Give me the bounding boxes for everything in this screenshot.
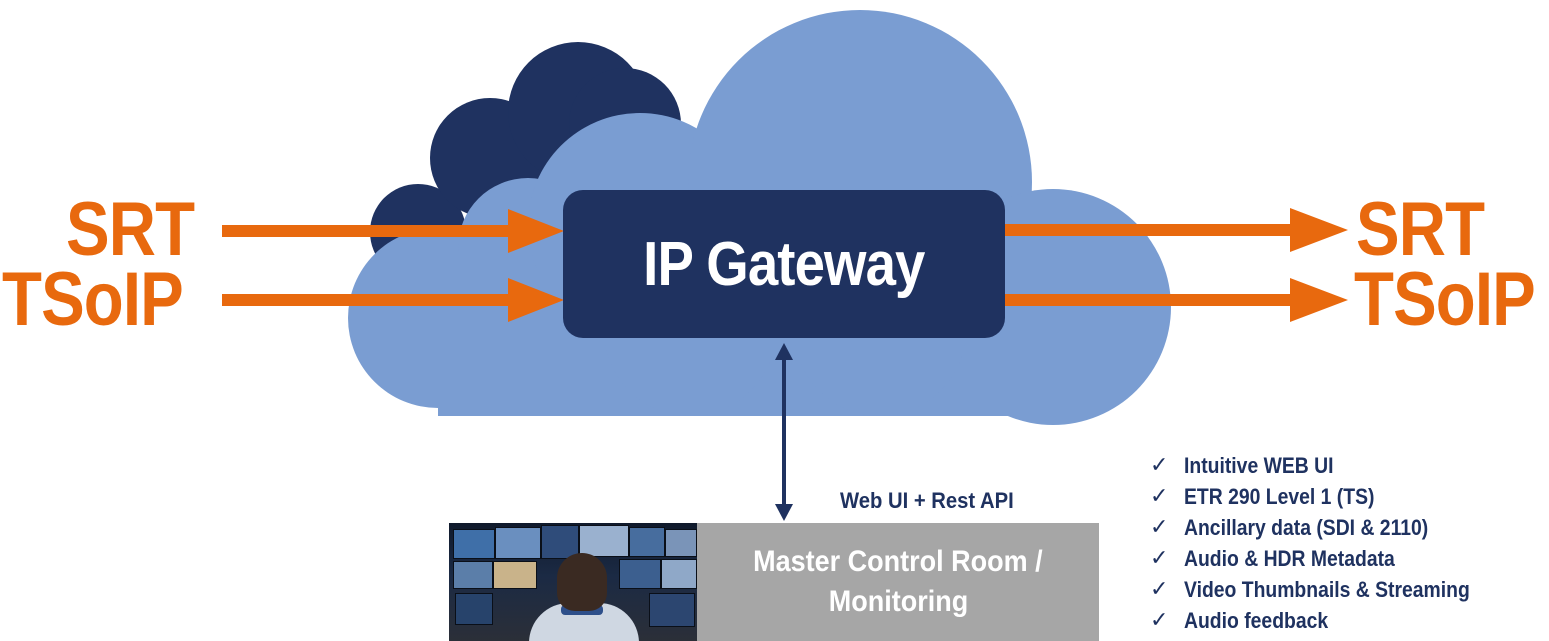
monitor-wall-screen xyxy=(493,561,537,589)
checkmark-icon: ✓ xyxy=(1150,484,1169,509)
control-room-photo xyxy=(449,523,697,641)
ip-gateway-box: IP Gateway xyxy=(563,190,1005,338)
checkmark-icon: ✓ xyxy=(1150,546,1169,571)
feature-item: ✓ Intuitive WEB UI xyxy=(1150,450,1509,481)
checkmark-icon: ✓ xyxy=(1150,608,1169,633)
monitor-wall-screen xyxy=(619,559,661,589)
checkmark-icon: ✓ xyxy=(1150,453,1169,478)
output-arrows xyxy=(1005,208,1348,322)
monitor-wall-screen xyxy=(661,559,697,589)
feature-text: Audio & HDR Metadata xyxy=(1184,545,1395,571)
input-srt-label: SRT xyxy=(66,187,195,272)
checkmark-icon: ✓ xyxy=(1150,577,1169,602)
monitor-wall-screen xyxy=(453,561,493,589)
features-list: ✓ Intuitive WEB UI ✓ ETR 290 Level 1 (TS… xyxy=(1150,450,1509,636)
feature-text: Video Thumbnails & Streaming xyxy=(1184,576,1470,602)
feature-item: ✓ Audio feedback xyxy=(1150,605,1509,636)
monitor-wall-screen xyxy=(649,593,695,627)
monitor-wall-screen xyxy=(455,593,493,625)
operator-head xyxy=(557,553,607,611)
input-tsoip-label: TSoIP xyxy=(2,257,184,342)
tsoip-input-arrow xyxy=(222,278,564,322)
monitor-wall-screen xyxy=(541,525,579,559)
feature-text: Intuitive WEB UI xyxy=(1184,452,1334,478)
monitor-wall-screen xyxy=(579,525,629,557)
web-ui-rest-api-label: Web UI + Rest API xyxy=(840,488,1014,513)
feature-text: Ancillary data (SDI & 2110) xyxy=(1184,514,1429,540)
feature-item: ✓ Ancillary data (SDI & 2110) xyxy=(1150,512,1509,543)
gateway-mcr-connector xyxy=(775,343,793,521)
feature-text: Audio feedback xyxy=(1184,607,1329,633)
srt-output-arrow xyxy=(1005,208,1348,252)
output-tsoip-label: TSoIP xyxy=(1354,257,1536,342)
srt-input-arrow xyxy=(222,209,564,253)
mcr-title-line-2: Monitoring xyxy=(828,585,968,618)
feature-item: ✓ ETR 290 Level 1 (TS) xyxy=(1150,481,1509,512)
monitor-wall-screen xyxy=(629,527,665,557)
checkmark-icon: ✓ xyxy=(1150,515,1169,540)
monitor-wall-screen xyxy=(495,527,541,559)
input-arrows xyxy=(222,209,564,322)
tsoip-output-arrow xyxy=(1005,278,1348,322)
feature-text: ETR 290 Level 1 (TS) xyxy=(1184,483,1375,509)
monitor-wall-screen xyxy=(665,529,697,557)
output-srt-label: SRT xyxy=(1356,187,1485,272)
ip-gateway-title: IP Gateway xyxy=(643,229,925,299)
mcr-title-line-1: Master Control Room / xyxy=(753,545,1043,578)
feature-item: ✓ Audio & HDR Metadata xyxy=(1150,543,1509,574)
master-control-room-box: Master Control Room / Monitoring xyxy=(697,523,1099,641)
feature-item: ✓ Video Thumbnails & Streaming xyxy=(1150,574,1509,605)
monitor-wall-screen xyxy=(453,529,495,559)
